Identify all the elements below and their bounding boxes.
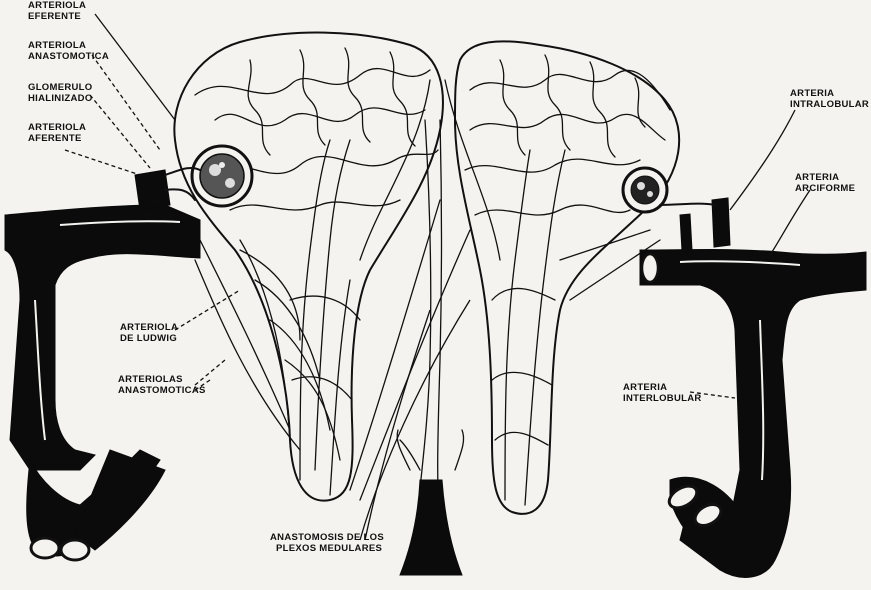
label-arteriola-anastomotica: ARTERIOLA ANASTOMOTICA <box>28 40 109 62</box>
label-arteriola-de-ludwig: ARTERIOLA DE LUDWIG <box>120 322 181 344</box>
label-glomerulo-hialinizado: GLOMERULO HIALINIZADO <box>28 82 95 104</box>
right-artery-tree <box>640 198 866 577</box>
left-lobe <box>174 33 443 501</box>
label-arteriolas-anastomoticas: ARTERIOLAS ANASTOMOTICAS <box>118 374 206 396</box>
label-arteriola-aferente: ARTERIOLA AFERENTE <box>28 122 89 144</box>
label-arteria-intralobular: ARTERIA INTRALOBULAR <box>790 88 869 110</box>
label-anastomosis-plexos-medulares: ANASTOMOSIS DE LOS PLEXOS MEDULARES <box>270 532 387 554</box>
label-arteriola-eferente: ARTERIOLA EFERENTE <box>28 0 89 22</box>
left-artery-tree <box>5 168 200 560</box>
label-arteria-interlobular: ARTERIA INTERLOBULAR <box>623 382 702 404</box>
label-arteria-arciforme: ARTERIA ARCIFORME <box>795 172 855 194</box>
